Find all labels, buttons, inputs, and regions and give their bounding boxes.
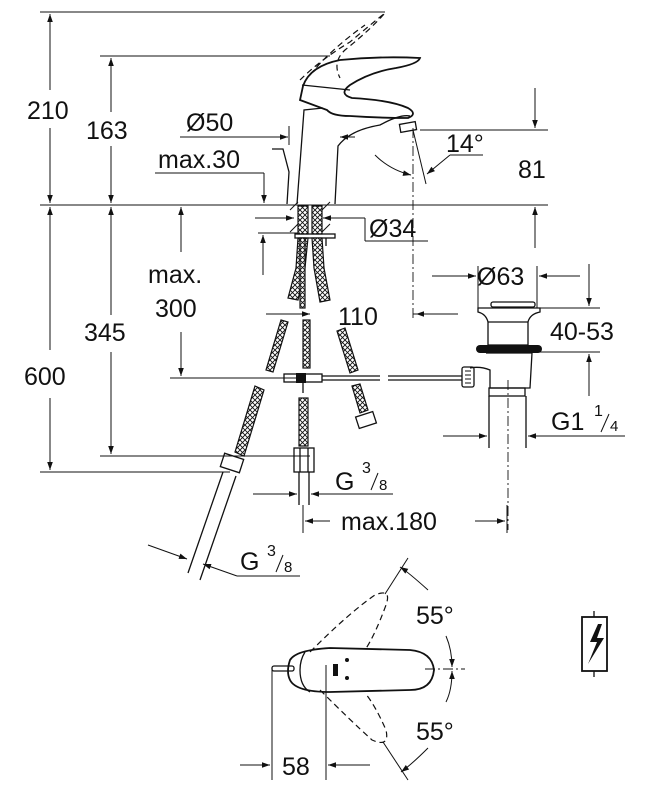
dim-diameter-50-label: Ø50 bbox=[186, 109, 233, 137]
dimension-210: 210 bbox=[27, 11, 385, 203]
dimension-angle-55-lower: 55° bbox=[382, 670, 455, 781]
dim-40-53-label: 40-53 bbox=[550, 318, 614, 346]
lightning-bolt-icon bbox=[581, 611, 608, 677]
dimension-thread-g3-8-upper: G 3 8 bbox=[253, 460, 393, 497]
thread-g1-denominator: 4 bbox=[610, 418, 618, 435]
dim-163-label: 163 bbox=[86, 117, 128, 145]
mounting-and-hoses bbox=[187, 205, 462, 581]
dim-210-label: 210 bbox=[27, 97, 69, 125]
faucet-side-view bbox=[272, 12, 422, 205]
dimension-angle-55-upper: 55° bbox=[384, 557, 455, 668]
dimension-81: 81 bbox=[420, 88, 548, 248]
thread-g38-lower-prefix: G bbox=[240, 548, 259, 576]
dim-345-label: 345 bbox=[84, 319, 126, 347]
dim-110-label: 110 bbox=[338, 303, 378, 331]
dimension-max-180: max.180 bbox=[302, 505, 508, 536]
waste-fitting bbox=[461, 301, 542, 530]
dimension-110: 110 bbox=[266, 303, 458, 331]
dim-600-label: 600 bbox=[24, 363, 66, 391]
thread-g38-upper-denominator: 8 bbox=[379, 477, 387, 494]
dimension-diameter-50: Ø50 bbox=[180, 109, 355, 145]
angle-55-lower-label: 55° bbox=[416, 718, 454, 746]
dim-diameter-63-label: Ø63 bbox=[477, 263, 524, 291]
dimension-345: 345 bbox=[84, 207, 310, 457]
dim-81-label: 81 bbox=[518, 156, 546, 184]
thread-g1-prefix: G1 bbox=[551, 408, 584, 436]
dimension-58: 58 bbox=[240, 665, 370, 781]
dim-diameter-34-label: Ø34 bbox=[369, 215, 416, 243]
dimension-diameter-34: Ø34 bbox=[255, 201, 428, 275]
dimension-diameter-63: Ø63 bbox=[432, 263, 580, 308]
dim-58-label: 58 bbox=[282, 753, 310, 781]
dimension-40-53: 40-53 bbox=[537, 264, 614, 396]
dimension-max-300: max. 300 bbox=[148, 207, 300, 379]
dim-max-300-value: 300 bbox=[155, 295, 197, 323]
dim-max-180-label: max.180 bbox=[341, 508, 437, 536]
angle-55-upper-label: 55° bbox=[416, 602, 454, 630]
dimension-600: 600 bbox=[24, 207, 230, 473]
dimension-163: 163 bbox=[86, 55, 330, 203]
thread-g1-numerator: 1 bbox=[594, 403, 603, 420]
dim-max-30-label: max.30 bbox=[158, 146, 240, 174]
dim-max-300-label: max. bbox=[148, 261, 202, 289]
dimension-thread-g3-8-lower: G 3 8 bbox=[147, 543, 300, 577]
thread-g38-upper-numerator: 3 bbox=[362, 460, 371, 477]
thread-g38-upper-prefix: G bbox=[335, 468, 354, 496]
dimension-angle-14: 14° bbox=[374, 128, 484, 320]
thread-g38-lower-denominator: 8 bbox=[284, 559, 292, 576]
thread-g38-lower-numerator: 3 bbox=[267, 543, 276, 560]
dimension-max-30: max.30 bbox=[155, 146, 267, 203]
dimension-thread-g1-1-4: G1 1 4 bbox=[443, 403, 625, 439]
dim-angle-14-label: 14° bbox=[446, 130, 484, 158]
